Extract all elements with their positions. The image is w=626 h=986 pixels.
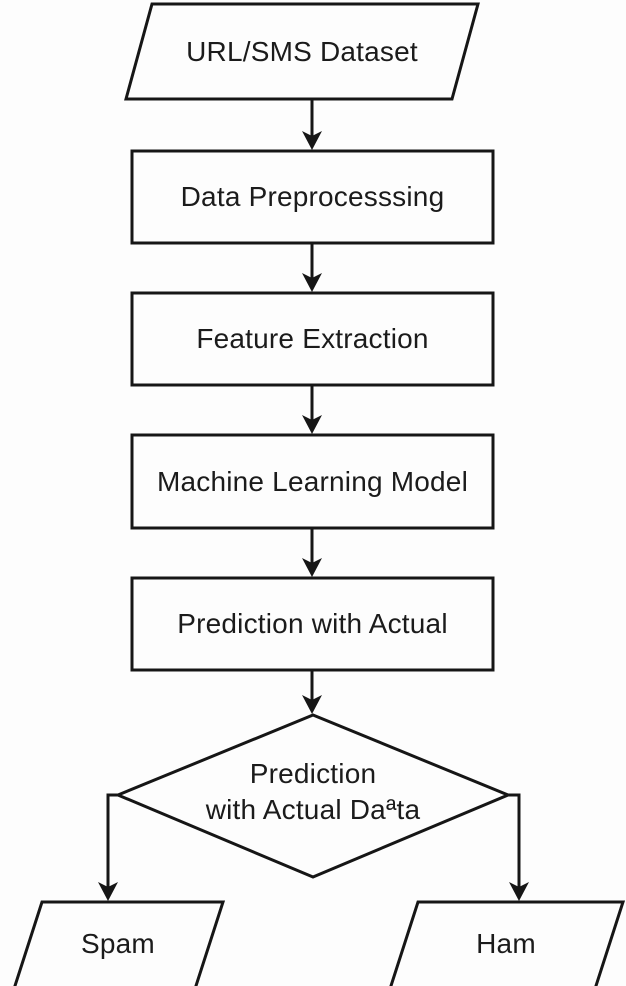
edge-decision-to-spam <box>98 793 118 901</box>
arrowhead-icon <box>302 415 322 434</box>
arrowhead-icon <box>302 273 322 292</box>
edge-decision-to-ham <box>508 793 529 901</box>
ml-model-box <box>130 433 495 530</box>
edge-ml-model-to-prediction <box>302 528 322 577</box>
arrowhead-icon <box>509 882 529 901</box>
spam-parallelogram <box>13 900 226 986</box>
decision-diamond <box>114 713 512 879</box>
preprocessing-box <box>130 149 495 245</box>
edge-preprocessing-to-feature-extraction <box>302 243 322 292</box>
ham-parallelogram <box>389 900 626 986</box>
arrowhead-icon <box>302 558 322 577</box>
arrowhead-icon <box>302 131 322 150</box>
dataset-parallelogram <box>124 2 480 101</box>
edge-feature-extraction-to-ml-model <box>302 385 322 434</box>
edge-dataset-to-preprocessing <box>302 99 322 150</box>
arrowhead-icon <box>302 695 322 714</box>
edge-prediction-to-decision <box>302 670 322 714</box>
prediction-box <box>130 576 495 672</box>
arrowhead-icon <box>98 882 118 901</box>
feature-extraction-box <box>130 291 495 387</box>
